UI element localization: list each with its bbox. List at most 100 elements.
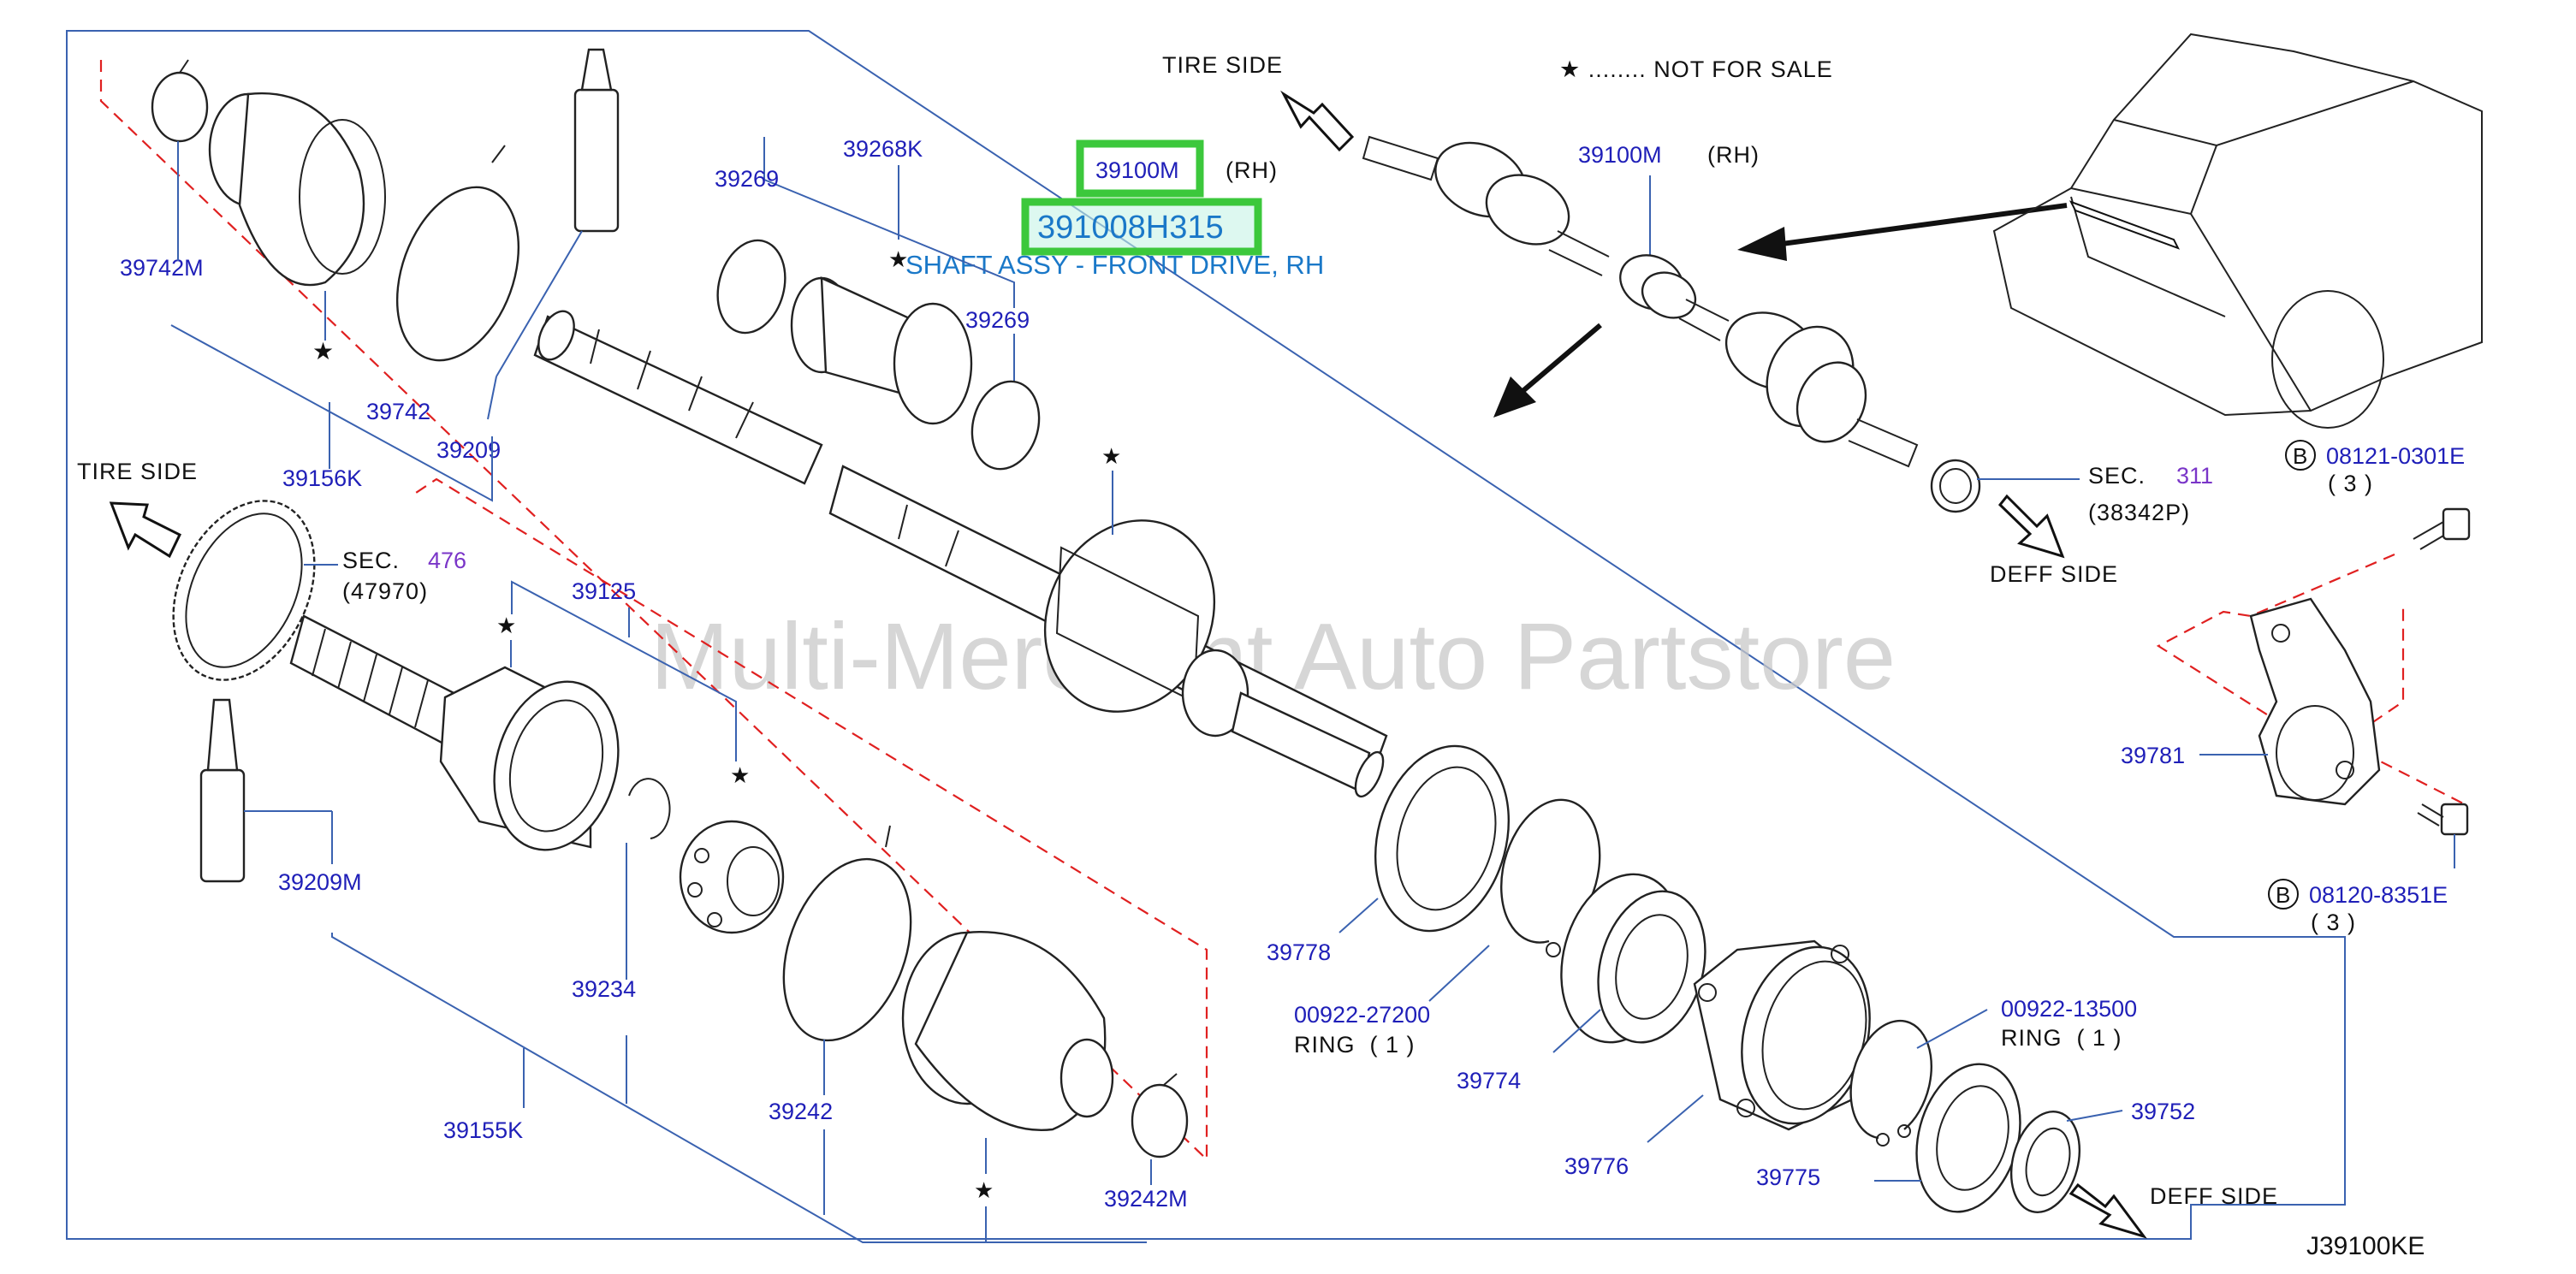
shaft-assembly-drawing xyxy=(1362,135,1981,513)
part-39242: 39242 xyxy=(769,1099,833,1124)
highlight-part-number-box[interactable] xyxy=(1021,198,1262,256)
part-39268K: 39268K xyxy=(843,136,923,162)
part-39776: 39776 xyxy=(1564,1153,1629,1179)
star-icon-cage: ★ xyxy=(730,762,750,788)
bolt1-drawing xyxy=(2413,507,2471,550)
star-icon-39268K: ★ xyxy=(888,246,908,272)
highlight-part-number: 391008H315 xyxy=(1037,210,1224,246)
not-for-sale-label: ★ ........ NOT FOR SALE xyxy=(1559,56,1833,82)
bolt2-drawing xyxy=(2417,803,2469,836)
part-39209: 39209 xyxy=(436,437,501,463)
leader-00922-27200 xyxy=(1428,945,1490,1002)
bracket-39156K xyxy=(170,324,493,502)
bolt2-circle-letter-icon: B xyxy=(2268,879,2299,910)
sec476-reference: (47970) xyxy=(342,578,428,604)
sec476-number: 476 xyxy=(428,548,466,573)
part-39269-b: 39269 xyxy=(965,307,1030,333)
snap-ring-39234 xyxy=(628,778,671,839)
part-39156K: 39156K xyxy=(282,465,362,491)
leader-39752 xyxy=(2066,1110,2123,1122)
highlight-code-box[interactable] xyxy=(1076,139,1204,198)
highlight-code-suffix: (RH) xyxy=(1226,157,1278,183)
deff-side-bottom-arrow-icon xyxy=(2069,1182,2147,1239)
part-00922-13500: 00922-13500 xyxy=(2001,996,2137,1022)
part-39781: 39781 xyxy=(2121,743,2185,768)
bracket-39155K xyxy=(331,933,1147,1243)
part-39742: 39742 xyxy=(366,399,430,424)
ring1-label: RING ( 1 ) xyxy=(1294,1032,1416,1058)
part-39155K: 39155K xyxy=(443,1117,523,1143)
outer-boot-lower-drawing xyxy=(901,931,1114,1131)
grease-tube-upper xyxy=(573,48,620,233)
outer-cv-joint-drawing xyxy=(289,614,620,851)
outer-boot-drawing xyxy=(208,92,386,287)
sec476-prefix: SEC. xyxy=(342,548,400,573)
leader-39209b xyxy=(487,376,497,420)
bolt1-circle-letter-icon: B xyxy=(2285,440,2316,471)
part-00922-27200: 00922-27200 xyxy=(1294,1002,1430,1028)
deff-side-bottom-label: DEFF SIDE xyxy=(2150,1183,2278,1209)
part-39234: 39234 xyxy=(572,976,636,1002)
deff-side-arrow-icon xyxy=(1997,494,2065,559)
svg-text:★: ★ xyxy=(974,1177,994,1203)
assembly-suffix: (RH) xyxy=(1707,142,1760,168)
seal-39752 xyxy=(2009,1111,2081,1213)
bracket-39268K xyxy=(763,137,1015,308)
leader-39778 xyxy=(1338,898,1379,933)
deff-side-right-label: DEFF SIDE xyxy=(1990,561,2118,587)
svg-text:★: ★ xyxy=(888,246,908,272)
bolt1-qty: ( 3 ) xyxy=(2328,471,2373,496)
tire-side-top-label: TIRE SIDE xyxy=(1162,52,1283,78)
upper-dashed-outline xyxy=(99,60,1208,1162)
diagram-border xyxy=(66,30,2346,1240)
bearing-housing-39776 xyxy=(1693,939,1871,1131)
assembly-code: 39100M xyxy=(1578,142,1662,168)
grease-tube-lower xyxy=(199,698,246,883)
highlight-code: 39100M xyxy=(1095,157,1179,183)
part-39242M: 39242M xyxy=(1104,1186,1188,1212)
tire-side-left-label: TIRE SIDE xyxy=(77,459,198,484)
part-39209M: 39209M xyxy=(278,869,362,895)
bracket-39125 xyxy=(511,580,737,761)
ball-cage-drawing xyxy=(679,820,785,934)
bracket-dashed-outline xyxy=(2156,553,2405,755)
leader-39774 xyxy=(1552,1009,1601,1053)
bolt1-code: 08121-0301E xyxy=(2326,443,2465,469)
direction-arrow-icon xyxy=(1737,203,2068,261)
oil-seal-39775 xyxy=(1915,1063,2021,1213)
star-icon-joint: ★ xyxy=(1101,443,1121,469)
boot-band-39742 xyxy=(395,145,520,362)
snap-ring-00922-13500 xyxy=(1849,1019,1932,1147)
svg-text:★: ★ xyxy=(312,338,334,364)
star-icon-boot-lower: ★ xyxy=(974,1177,994,1203)
sec311-number: 311 xyxy=(2176,463,2213,489)
ring-39269-a xyxy=(716,239,786,335)
bolt2-code: 08120-8351E xyxy=(2309,882,2448,908)
vehicle-outline xyxy=(1992,33,2483,429)
svg-text:B: B xyxy=(2276,882,2290,908)
diagram-code: J39100KE xyxy=(2306,1232,2425,1260)
part-39775: 39775 xyxy=(1756,1164,1820,1190)
sec311-prefix: SEC. xyxy=(2088,463,2146,489)
drive-shaft-upper xyxy=(533,310,823,485)
star-icon: ★ xyxy=(312,338,334,364)
part-39269-a: 39269 xyxy=(715,166,779,192)
leader-00922-13500 xyxy=(1916,1009,1988,1049)
inner-boot-drawing xyxy=(790,276,973,425)
tire-side-left-arrow-icon xyxy=(109,501,181,559)
dust-cover-39778 xyxy=(1374,744,1511,933)
abs-sensor-ring-drawing xyxy=(172,500,316,681)
inner-shaft-joint xyxy=(828,465,1388,798)
svg-text:★: ★ xyxy=(730,762,750,788)
svg-text:B: B xyxy=(2293,443,2307,469)
part-39752: 39752 xyxy=(2131,1099,2195,1124)
leader-39209 xyxy=(496,230,583,377)
part-39778: 39778 xyxy=(1267,939,1331,965)
bracket-drawing xyxy=(2249,597,2381,806)
ring2-label: RING ( 1 ) xyxy=(2001,1025,2122,1051)
sec311-reference: (38342P) xyxy=(2088,500,2190,525)
part-39742M: 39742M xyxy=(120,255,204,281)
part-39125: 39125 xyxy=(572,578,636,604)
leader-39776 xyxy=(1647,1094,1704,1143)
